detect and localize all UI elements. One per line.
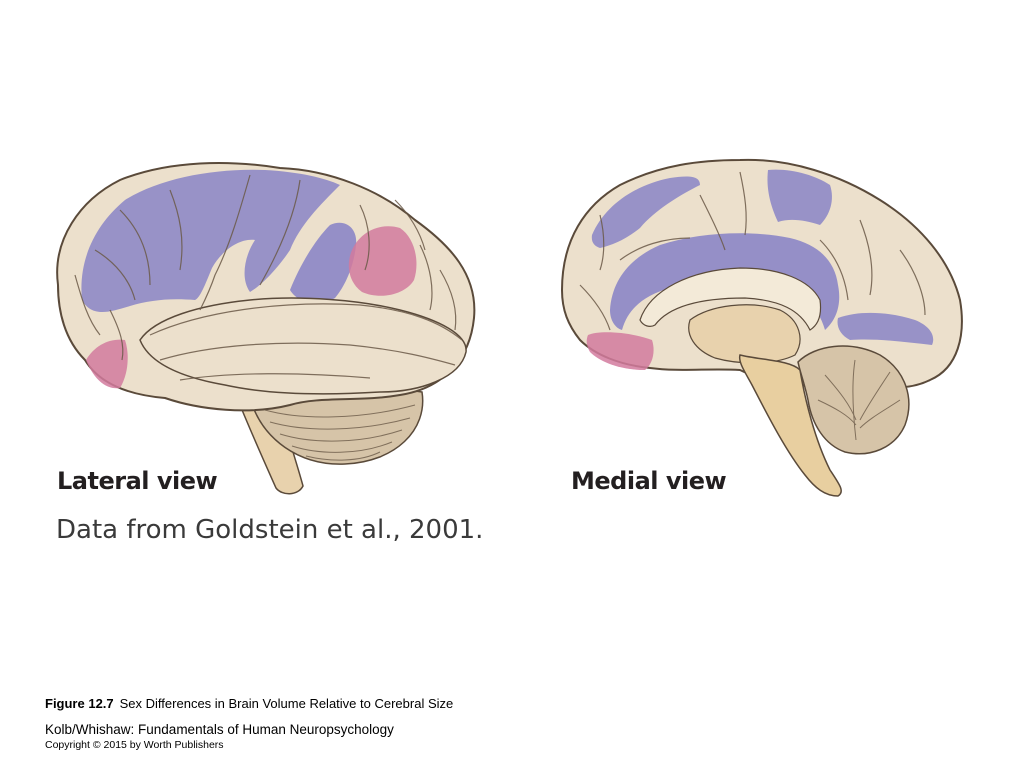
- medial-view-label: Medial view: [571, 467, 727, 495]
- medial-brain: [560, 158, 963, 497]
- lateral-purple-region: [81, 169, 341, 312]
- figure-title: Sex Differences in Brain Volume Relative…: [119, 696, 454, 711]
- book-title: Kolb/Whishaw: Fundamentals of Human Neur…: [45, 722, 394, 737]
- lateral-brain: [56, 162, 476, 495]
- lateral-pink-frontal: [86, 339, 128, 389]
- medial-purple-occipital: [837, 312, 934, 345]
- medial-corpus-callosum: [639, 267, 822, 331]
- medial-purple-cingulate: [610, 233, 840, 330]
- medial-pink-frontal: [586, 332, 654, 370]
- medial-purple-precuneus: [767, 169, 832, 225]
- lateral-purple-parietal: [290, 222, 357, 304]
- data-source-note: Data from Goldstein et al., 2001.: [56, 515, 484, 545]
- copyright-notice: Copyright © 2015 by Worth Publishers: [45, 739, 224, 751]
- lateral-view-label: Lateral view: [57, 467, 218, 495]
- medial-thalamus: [688, 304, 801, 364]
- lateral-pink-parietal: [348, 226, 417, 296]
- lateral-temporal-lobe: [139, 297, 467, 395]
- figure-number: Figure 12.7: [45, 696, 114, 711]
- figure-caption: Figure 12.7 Sex Differences in Brain Volu…: [45, 696, 453, 711]
- medial-purple-superior: [591, 176, 700, 248]
